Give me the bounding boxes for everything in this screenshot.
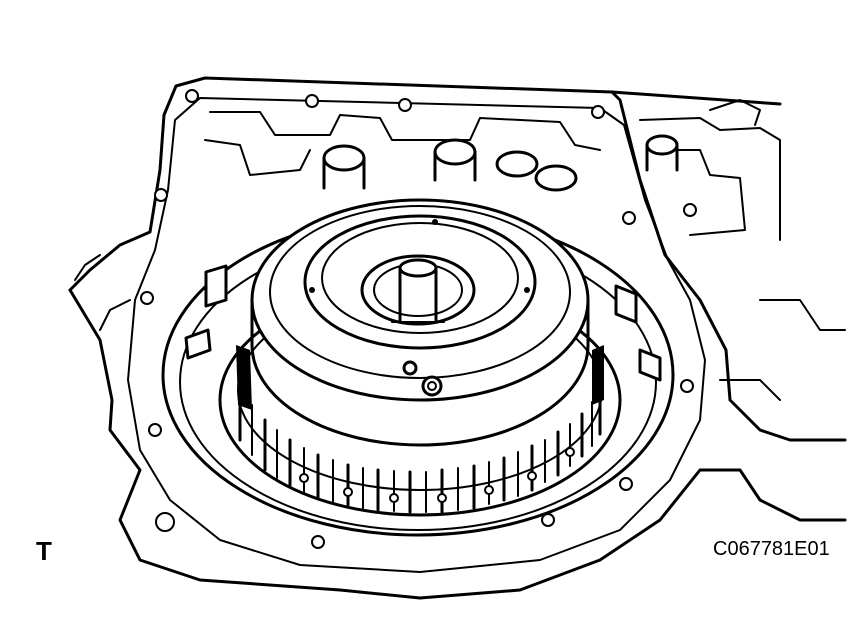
- figure-code: C067781E01: [713, 538, 830, 560]
- input-shaft: [360, 254, 476, 326]
- check-ball-holes: [402, 360, 443, 397]
- view-label: T: [36, 536, 52, 566]
- case-bolt-holes: [140, 89, 697, 549]
- case-bosses: [322, 134, 679, 192]
- retainer-tabs: [184, 264, 662, 382]
- transaxle-case: [68, 76, 847, 600]
